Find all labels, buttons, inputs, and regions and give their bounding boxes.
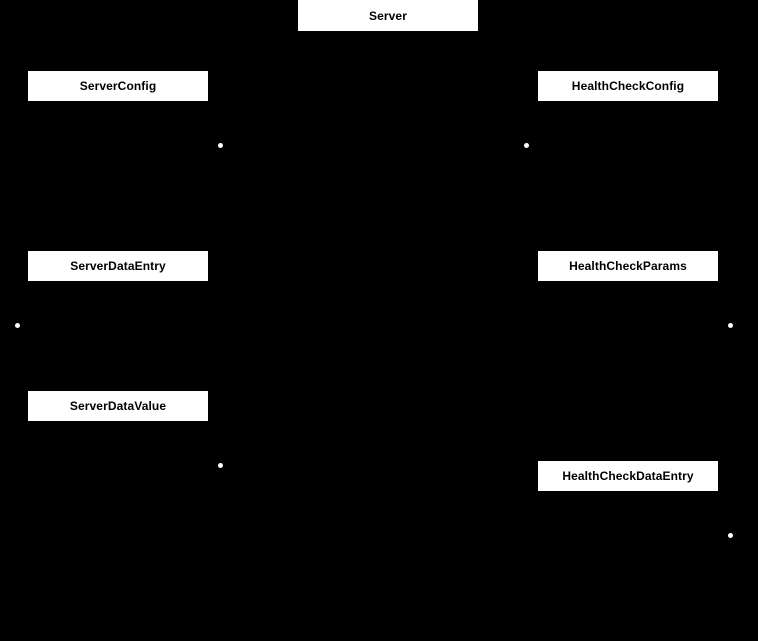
edge-server-to-health-check-config bbox=[524, 31, 525, 143]
class-node-health-check-data-entry[interactable]: HealthCheckDataEntry bbox=[538, 461, 718, 491]
class-node-health-check-params[interactable]: HealthCheckParams bbox=[538, 251, 718, 281]
class-node-health-check-config[interactable]: HealthCheckConfig bbox=[538, 71, 718, 101]
class-node-server[interactable]: Server bbox=[298, 0, 478, 31]
class-node-label-health-check-config: HealthCheckConfig bbox=[571, 79, 685, 93]
class-node-server-data-entry[interactable]: ServerDataEntry bbox=[28, 251, 208, 281]
edge-server-data-entry-to-server-data-value bbox=[218, 281, 219, 463]
relationship-marker-server-data-entry bbox=[15, 323, 20, 328]
edge-health-check-params-to-health-check-data-entry bbox=[728, 281, 729, 533]
class-node-label-server-data-value: ServerDataValue bbox=[69, 399, 167, 413]
edge-health-check-config-to-health-check-params bbox=[728, 101, 729, 323]
class-node-label-server: Server bbox=[369, 8, 407, 23]
relationship-marker-health-check-data-entry bbox=[728, 533, 733, 538]
class-node-label-server-data-entry: ServerDataEntry bbox=[70, 259, 166, 273]
class-node-label-server-config: ServerConfig bbox=[79, 79, 157, 93]
class-node-server-config[interactable]: ServerConfig bbox=[28, 71, 208, 101]
class-node-server-data-value[interactable]: ServerDataValue bbox=[28, 391, 208, 421]
class-node-label-health-check-data-entry: HealthCheckDataEntry bbox=[562, 469, 694, 483]
edge-server-config-to-server-data-entry bbox=[15, 101, 16, 323]
edge-server-to-server-config bbox=[218, 31, 219, 143]
relationship-marker-health-check-params bbox=[728, 323, 733, 328]
class-node-label-health-check-params: HealthCheckParams bbox=[569, 259, 687, 273]
relationship-marker-server-config bbox=[218, 143, 223, 148]
relationship-marker-server-data-value bbox=[218, 463, 223, 468]
relationship-marker-health-check-config bbox=[524, 143, 529, 148]
